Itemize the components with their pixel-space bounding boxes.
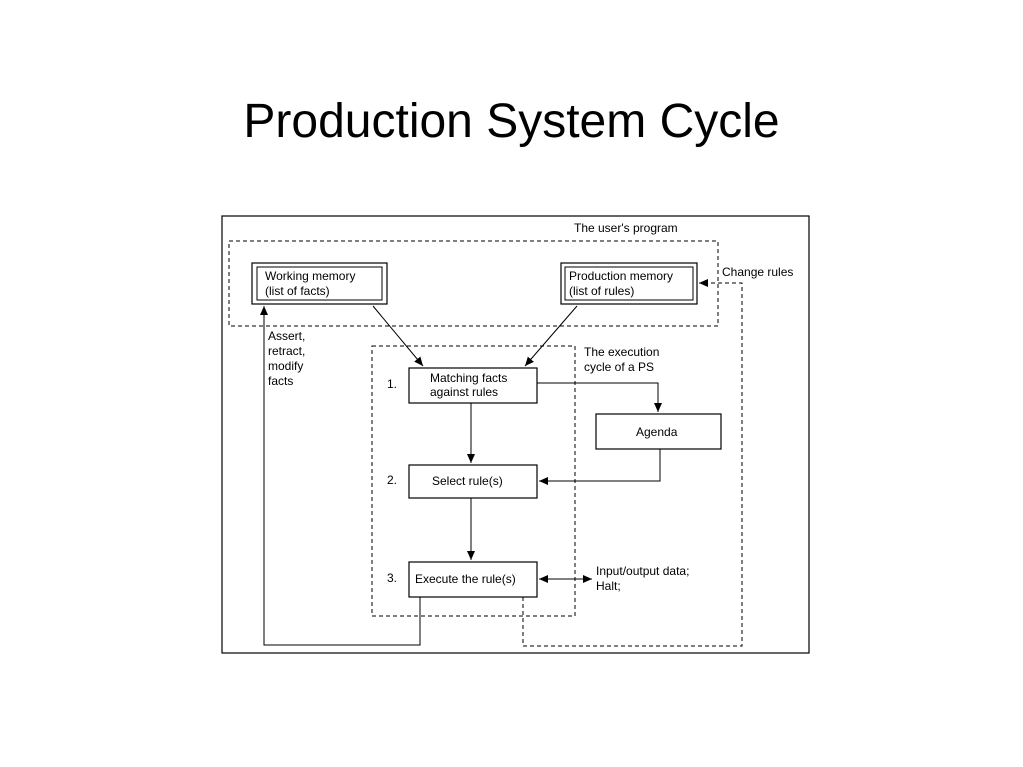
assert-label-line3: modify [268, 359, 303, 373]
step-2-box [408, 464, 538, 499]
change-rules-label: Change rules [722, 265, 793, 279]
arrow-execute-io-head-left [539, 575, 548, 583]
agenda-box [595, 413, 722, 450]
step-1-box [408, 367, 538, 404]
step-1-line1: Matching facts [430, 371, 507, 385]
arrow-working-memory-to-match [372, 305, 424, 367]
working-memory-line1: Working memory [265, 269, 355, 283]
production-memory-line1: Production memory [569, 269, 673, 283]
step-1-line2: against rules [430, 385, 498, 399]
slide-title: Production System Cycle [243, 95, 780, 148]
step-3-box [408, 561, 538, 598]
step-3-number: 3. [387, 571, 397, 585]
arrow-execute-to-working-memory [260, 306, 421, 646]
assert-label-line1: Assert, [268, 329, 305, 343]
agenda-label: Agenda [636, 425, 678, 439]
arrow-execute-io-head-right [583, 575, 592, 583]
execution-cycle-label-line2: cycle of a PS [584, 360, 654, 374]
arrow-agenda-to-select [539, 449, 661, 485]
step-3-line1: Execute the rule(s) [415, 572, 516, 586]
working-memory-box: Working memory (list of facts) [251, 262, 388, 305]
production-memory-line2: (list of rules) [569, 284, 634, 298]
arrow-change-rules [522, 279, 743, 647]
io-label-line1: Input/output data; [596, 564, 689, 578]
arrow-production-memory-to-match [524, 305, 578, 367]
step-2-number: 2. [387, 473, 397, 487]
assert-label-line2: retract, [268, 344, 305, 358]
production-memory-box: Production memory (list of rules) [560, 262, 698, 305]
diagram-frame [221, 215, 810, 654]
step-1-number: 1. [387, 377, 397, 391]
assert-label-line4: facts [268, 374, 293, 388]
working-memory-line2: (list of facts) [265, 284, 330, 298]
execution-cycle-label-line1: The execution [584, 345, 659, 359]
users-program-label: The user's program [574, 221, 678, 235]
step-2-line1: Select rule(s) [432, 474, 503, 488]
arrow-match-to-agenda [537, 382, 662, 412]
io-label-line2: Halt; [596, 579, 621, 593]
